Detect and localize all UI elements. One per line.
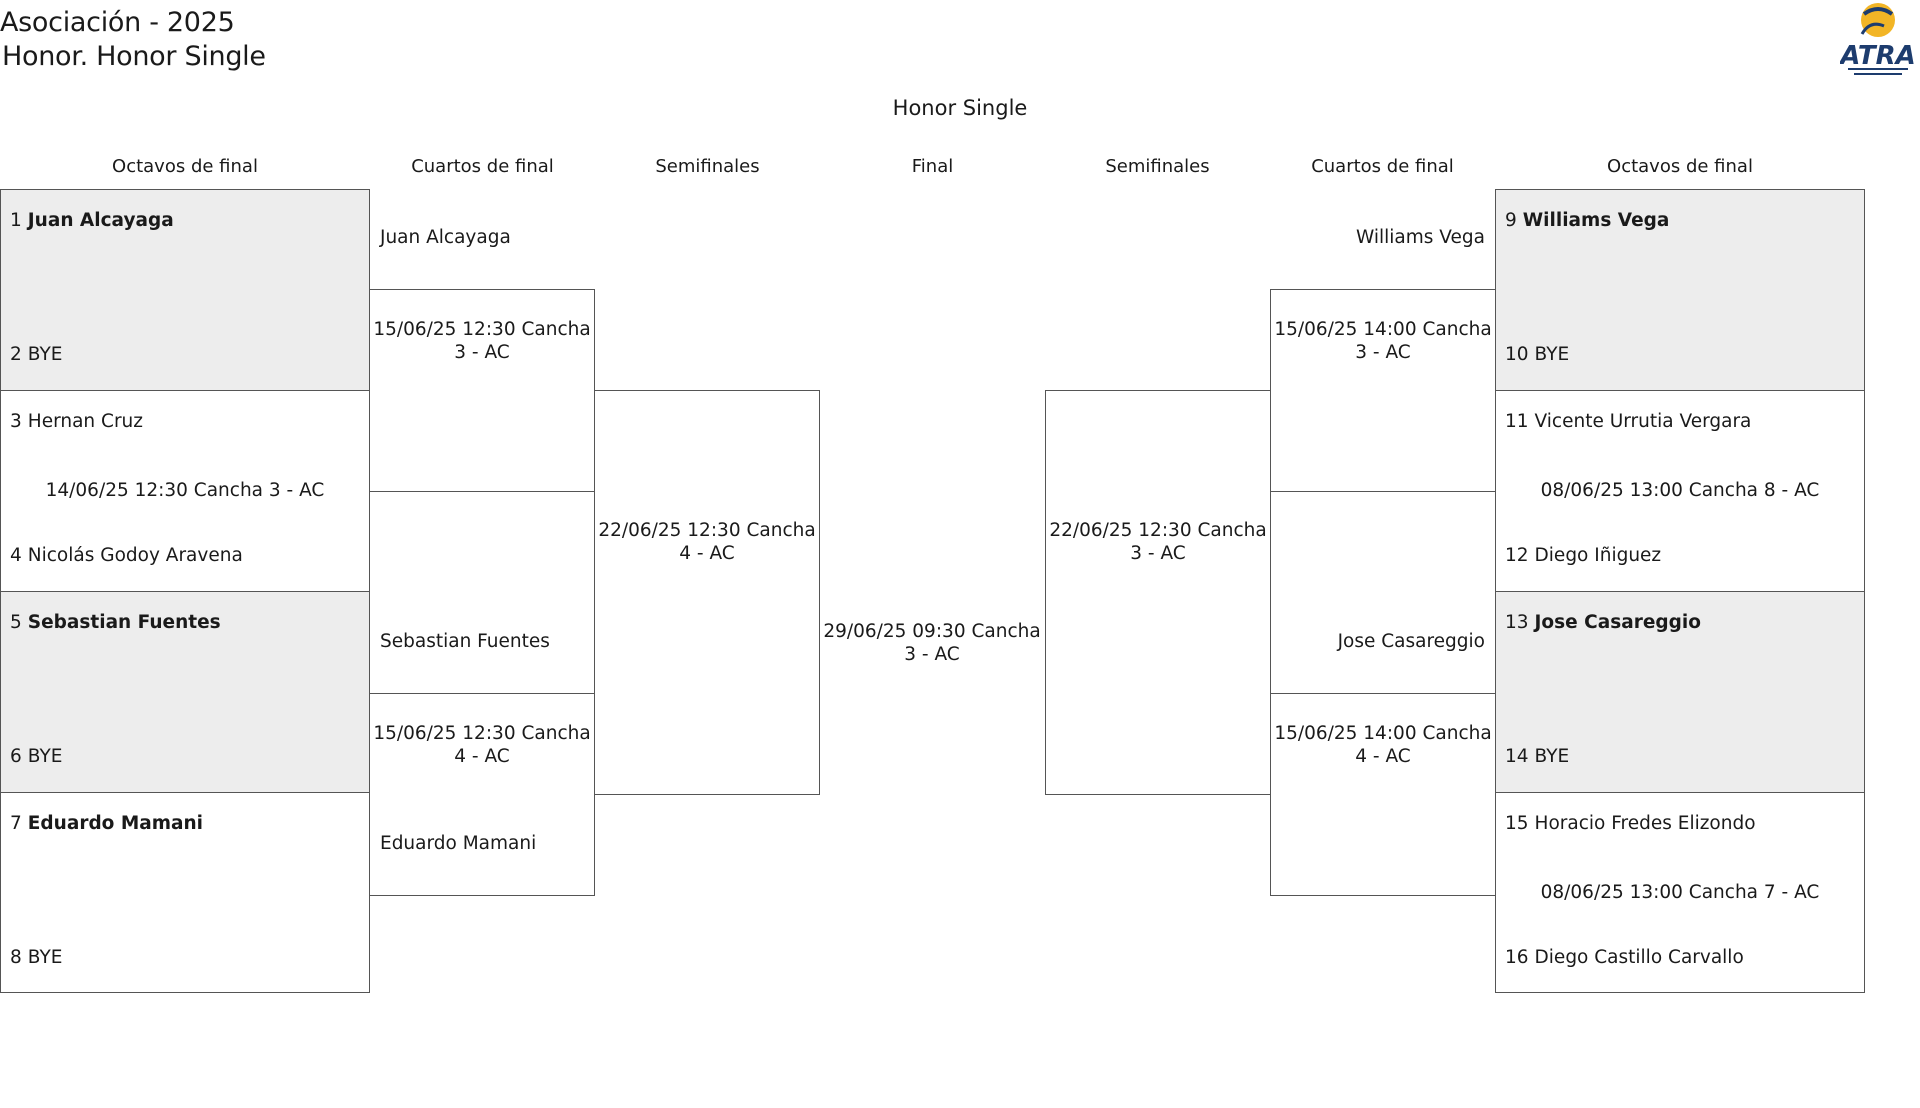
match-box xyxy=(1495,189,1865,391)
qf-player[interactable]: Juan Alcayaga xyxy=(380,227,511,248)
match-schedule: 08/06/25 13:00 Cancha 8 - AC xyxy=(1540,480,1820,501)
match-box xyxy=(1495,792,1865,993)
match-schedule: 15/06/25 14:00 Cancha 4 - AC xyxy=(1274,723,1492,767)
round-label-left-sf: Semifinales xyxy=(655,156,760,177)
svg-text:ATRA: ATRA xyxy=(1840,41,1916,71)
final-schedule: 29/06/25 09:30 Cancha 3 - AC xyxy=(823,621,1041,665)
round-label-final: Final xyxy=(911,156,954,177)
round-label-left-qf: Cuartos de final xyxy=(411,156,554,177)
round-label-right-qf: Cuartos de final xyxy=(1311,156,1454,177)
round-label-left-r16: Octavos de final xyxy=(112,156,258,177)
match-schedule: 14/06/25 12:30 Cancha 3 - AC xyxy=(45,480,325,501)
page-subtitle: Honor. Honor Single xyxy=(2,41,266,72)
page-title: Asociación - 2025 xyxy=(0,7,235,38)
qf-player[interactable]: Sebastian Fuentes xyxy=(380,631,550,652)
match-schedule: 08/06/25 13:00 Cancha 7 - AC xyxy=(1540,882,1820,903)
match-schedule: 15/06/25 12:30 Cancha 3 - AC xyxy=(373,319,591,363)
match-schedule: 22/06/25 12:30 Cancha 4 - AC xyxy=(598,520,816,564)
match-box xyxy=(1495,591,1865,793)
match-box xyxy=(594,390,820,795)
qf-player[interactable]: Williams Vega xyxy=(1355,227,1485,248)
match-schedule: 15/06/25 12:30 Cancha 4 - AC xyxy=(373,723,591,767)
qf-player[interactable]: Jose Casareggio xyxy=(1337,631,1485,652)
match-box xyxy=(1045,390,1271,795)
atra-logo: ATRA xyxy=(1838,0,1916,82)
bracket-title: Honor Single xyxy=(892,96,1028,120)
qf-player[interactable]: Eduardo Mamani xyxy=(380,833,537,854)
match-schedule: 22/06/25 12:30 Cancha 3 - AC xyxy=(1049,520,1267,564)
match-schedule: 15/06/25 14:00 Cancha 3 - AC xyxy=(1274,319,1492,363)
round-label-right-r16: Octavos de final xyxy=(1607,156,1753,177)
round-label-right-sf: Semifinales xyxy=(1105,156,1210,177)
